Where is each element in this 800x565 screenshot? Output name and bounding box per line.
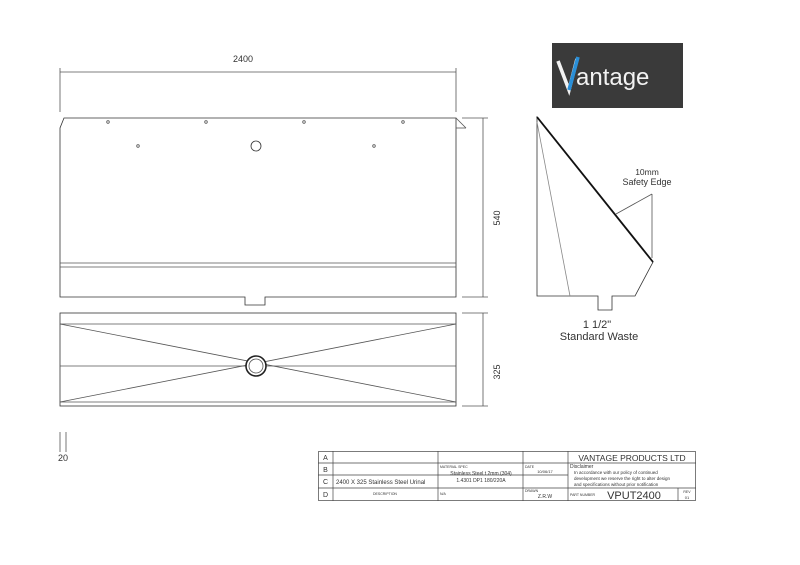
waste-size-text: 1 1/2": [583, 319, 611, 331]
fixing-hole-3: [302, 120, 306, 124]
safety-edge-size-text: 10mm: [635, 167, 659, 177]
row-d-label: D: [323, 492, 328, 499]
front-corner-chamfer: [455, 117, 467, 129]
drawn-value: Z.R.W: [538, 494, 552, 500]
vantage-logo: antage: [552, 43, 683, 108]
description-label: DESCRIPTION: [373, 492, 397, 496]
side-elevation-outline: [536, 115, 654, 311]
logo-wordmark: antage: [576, 64, 649, 91]
disclaimer-line-2: development we reserve the right to alte…: [574, 476, 671, 481]
safety-edge-leader: [615, 193, 653, 215]
disclaimer-line-1: In accordance with our policy of continu…: [574, 470, 658, 475]
drawn-label: DRAWN: [525, 489, 539, 493]
vantage-logo-mark: antage: [556, 56, 649, 96]
safety-edge: [536, 116, 654, 263]
date-label: DATE: [525, 465, 535, 469]
rev-label: REV: [683, 490, 691, 494]
width-dimension-text: 2400: [233, 54, 253, 64]
fixing-hole-6: [372, 144, 376, 148]
plan-view-outline: [59, 312, 457, 407]
material-spec-1: Stainless Steel t 2mm (304): [450, 471, 512, 477]
front-elevation-outline: [59, 117, 457, 306]
row-a-label: A: [323, 455, 328, 462]
row-c-label: C: [323, 479, 328, 486]
height-dimension-text: 540: [492, 210, 502, 225]
waste-outlet-inner: [248, 358, 264, 374]
fixing-hole-4: [401, 120, 405, 124]
fixing-hole-1: [106, 120, 110, 124]
material-label: MATERIAL SPEC: [440, 465, 468, 469]
fixing-hole-5: [136, 144, 140, 148]
part-number-label: PART NUMBER: [570, 493, 596, 497]
side-internal-line: [536, 121, 571, 297]
title-block: A B C D 2400 X 325 Stainless Steel Urina…: [318, 451, 696, 501]
company-name: VANTAGE PRODUCTS LTD: [578, 453, 685, 463]
fixing-hole-2: [204, 120, 208, 124]
material-spec-2: 1.4301 DP1 180/220A: [456, 478, 506, 484]
title-block-border: [318, 451, 696, 501]
row-b-label: B: [323, 467, 328, 474]
description-text: 2400 X 325 Stainless Steel Urinal: [336, 480, 425, 486]
depth-dimension-text: 325: [492, 364, 502, 379]
thickness-dimension-text: 20: [58, 453, 68, 463]
waste-label-text: Standard Waste: [560, 331, 638, 343]
spreader-hole: [250, 140, 262, 152]
rev-value: 01: [685, 495, 690, 500]
safety-edge-text: Safety Edge: [622, 177, 671, 187]
sub-label: N/A: [440, 492, 447, 496]
date-value: 10/06/17: [537, 469, 553, 474]
disclaimer-line-3: and specifications without prior notific…: [574, 482, 659, 487]
logo-v-blue-stroke: [567, 56, 580, 91]
disclaimer-label: Disclaimer: [570, 464, 594, 470]
part-number: VPUT2400: [607, 490, 661, 501]
